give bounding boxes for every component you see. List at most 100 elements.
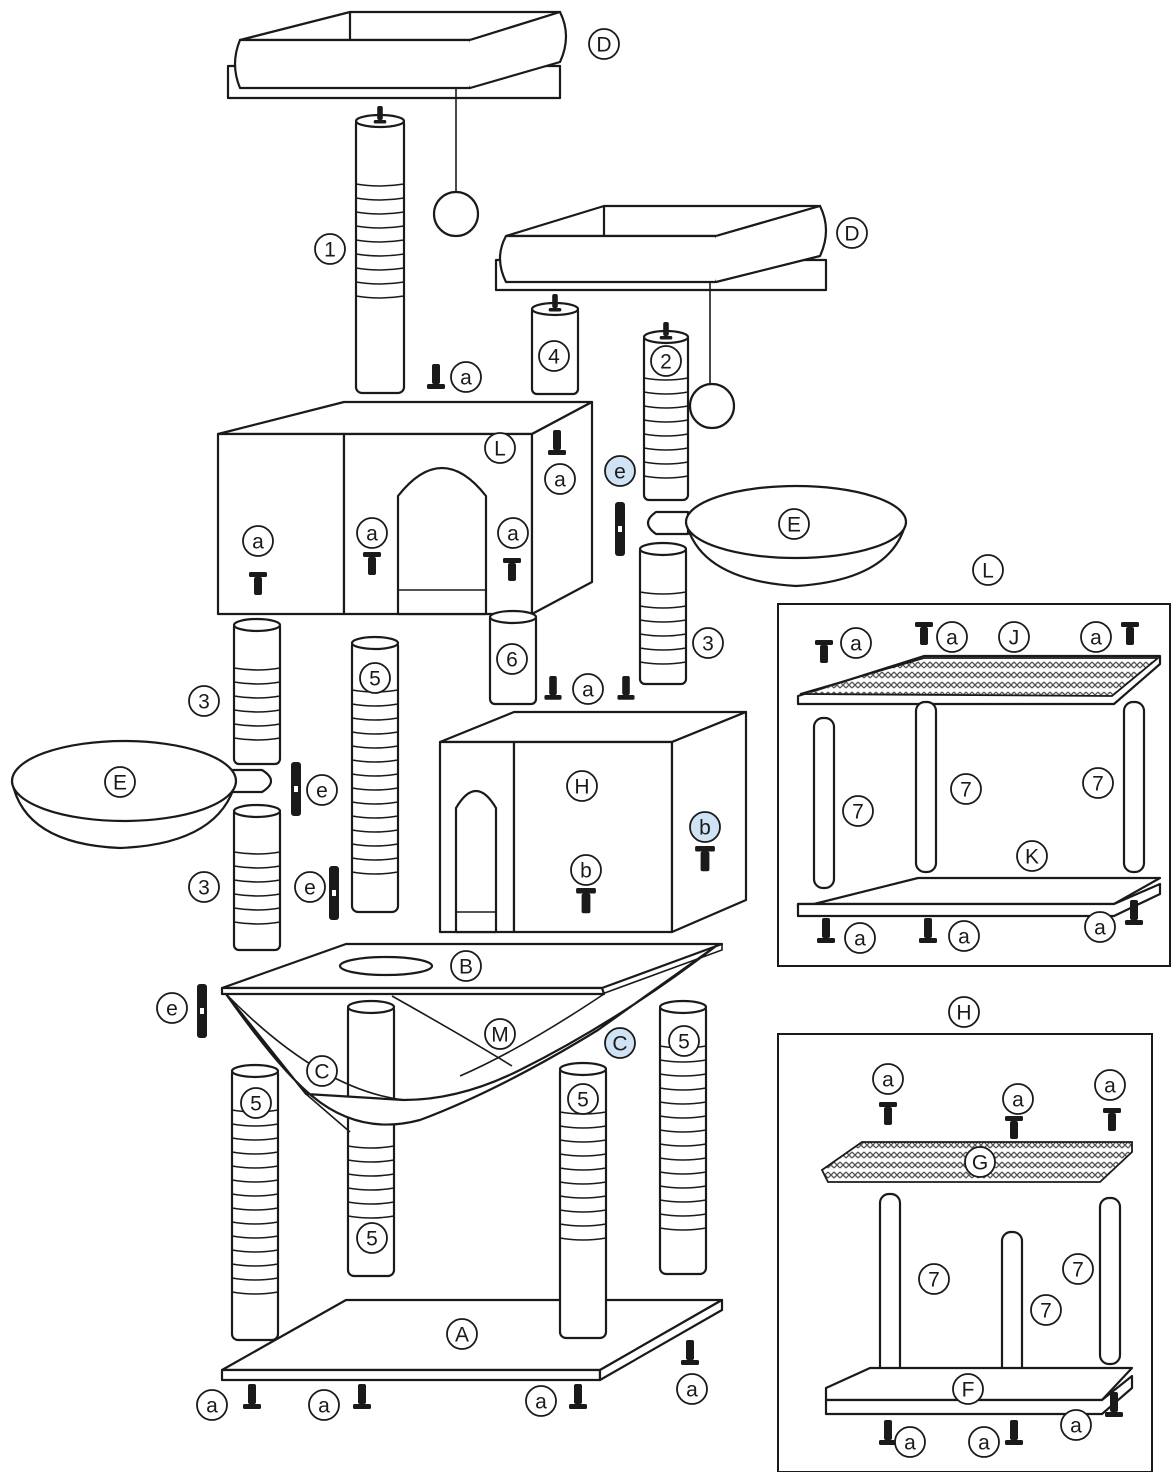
- part-label-a: a: [1084, 911, 1116, 943]
- post-stripe: [231, 1263, 279, 1267]
- part-label-num-1: 1: [314, 233, 346, 265]
- part-label-e: e: [306, 774, 338, 806]
- part-label-a: a: [948, 920, 980, 952]
- post-3-left-lower: [232, 803, 282, 952]
- post-stripe: [559, 1153, 607, 1157]
- part-label-num-7: 7: [1082, 767, 1114, 799]
- post-stripe: [347, 1145, 395, 1149]
- post-stripe: [659, 1101, 707, 1105]
- post-stripe: [659, 1157, 707, 1161]
- part-label-a: a: [308, 1389, 340, 1421]
- post-stripe: [351, 801, 399, 805]
- part-label-text: 2: [660, 351, 672, 374]
- post-3-right: [638, 541, 688, 686]
- part-label-e: e: [604, 455, 636, 487]
- part-label-F: F: [952, 1373, 984, 1405]
- perch-top-lower: [494, 204, 828, 430]
- part-label-text: 4: [548, 346, 560, 369]
- post-stripe: [231, 1165, 279, 1169]
- part-label-text: A: [455, 1324, 469, 1347]
- post-stripe: [351, 759, 399, 763]
- part-label-a: a: [1060, 1409, 1092, 1441]
- screw-icon: [617, 676, 635, 700]
- post-stripe: [351, 731, 399, 735]
- post-stripe: [231, 1207, 279, 1211]
- post-stripe: [351, 745, 399, 749]
- post-stripe: [347, 1159, 395, 1163]
- post-stripe: [659, 1129, 707, 1133]
- post-stripe: [659, 1073, 707, 1077]
- screw-icon: [373, 106, 387, 124]
- post-stripe: [659, 1115, 707, 1119]
- post-5-center: [346, 999, 396, 1278]
- part-label-a: a: [356, 517, 388, 549]
- post-stripe: [351, 857, 399, 861]
- part-label-J: J: [998, 621, 1030, 653]
- part-label-text: a: [854, 928, 866, 951]
- part-label-text: e: [166, 998, 178, 1021]
- screw-icon: [329, 866, 339, 920]
- part-label-text: a: [946, 627, 958, 650]
- post-stripe: [347, 1173, 395, 1177]
- part-label-text: H: [956, 1002, 971, 1025]
- screw-icon: [353, 1384, 371, 1409]
- post-stripe: [233, 907, 281, 911]
- post-stripe: [559, 1139, 607, 1143]
- part-label-text: C: [612, 1033, 627, 1056]
- post-stripe: [639, 633, 687, 637]
- post-stripe: [233, 723, 281, 727]
- post-stripe: [233, 681, 281, 685]
- part-label-B: B: [450, 950, 482, 982]
- part-label-num-7: 7: [918, 1263, 950, 1295]
- perch-top-upper: [226, 10, 568, 238]
- post-stripe: [559, 1195, 607, 1199]
- part-label-text: 5: [369, 668, 381, 691]
- part-label-a: a: [968, 1426, 1000, 1458]
- post-stripe: [659, 1185, 707, 1189]
- post-stripe: [231, 1249, 279, 1253]
- part-label-G: G: [964, 1146, 996, 1178]
- part-label-text: E: [787, 514, 801, 537]
- part-label-text: a: [978, 1432, 990, 1455]
- post-stripe: [559, 1237, 607, 1241]
- part-label-text: E: [113, 772, 127, 795]
- post-stripe: [639, 647, 687, 651]
- post-stripe: [347, 1201, 395, 1205]
- part-label-num-7: 7: [1062, 1253, 1094, 1285]
- part-label-A: A: [446, 1318, 478, 1350]
- screw-icon: [1005, 1420, 1023, 1445]
- post-stripe: [355, 295, 405, 299]
- post-stripe: [643, 405, 689, 409]
- screw-icon: [879, 1420, 897, 1445]
- post-stripe: [347, 1187, 395, 1191]
- post-stripe: [643, 377, 689, 381]
- part-label-text: a: [1104, 1075, 1116, 1098]
- part-label-a: a: [936, 621, 968, 653]
- post-5-right-back: [658, 999, 708, 1276]
- post-stripe: [355, 253, 405, 257]
- part-label-num-3: 3: [188, 685, 220, 717]
- part-label-text: B: [459, 956, 473, 979]
- part-label-text: a: [366, 523, 378, 546]
- part-label-text: a: [958, 926, 970, 949]
- part-label-a: a: [572, 673, 604, 705]
- part-label-text: a: [882, 1069, 894, 1092]
- part-label-a: a: [242, 525, 274, 557]
- part-label-text: a: [252, 531, 264, 554]
- part-label-text: L: [982, 560, 994, 583]
- part-label-text: 3: [198, 691, 210, 714]
- part-label-a: a: [840, 627, 872, 659]
- part-label-text: a: [507, 523, 519, 546]
- post-stripe: [659, 1199, 707, 1203]
- post-stripe: [231, 1123, 279, 1127]
- part-label-text: 6: [506, 649, 518, 672]
- part-label-text: 7: [1092, 773, 1104, 796]
- part-label-text: 5: [678, 1031, 690, 1054]
- part-label-num-6: 6: [496, 643, 528, 675]
- screw-icon: [243, 1384, 261, 1409]
- post-stripe: [643, 447, 689, 451]
- screw-icon: [548, 294, 562, 312]
- post-stripe: [233, 695, 281, 699]
- bowl-E-left: [10, 739, 273, 850]
